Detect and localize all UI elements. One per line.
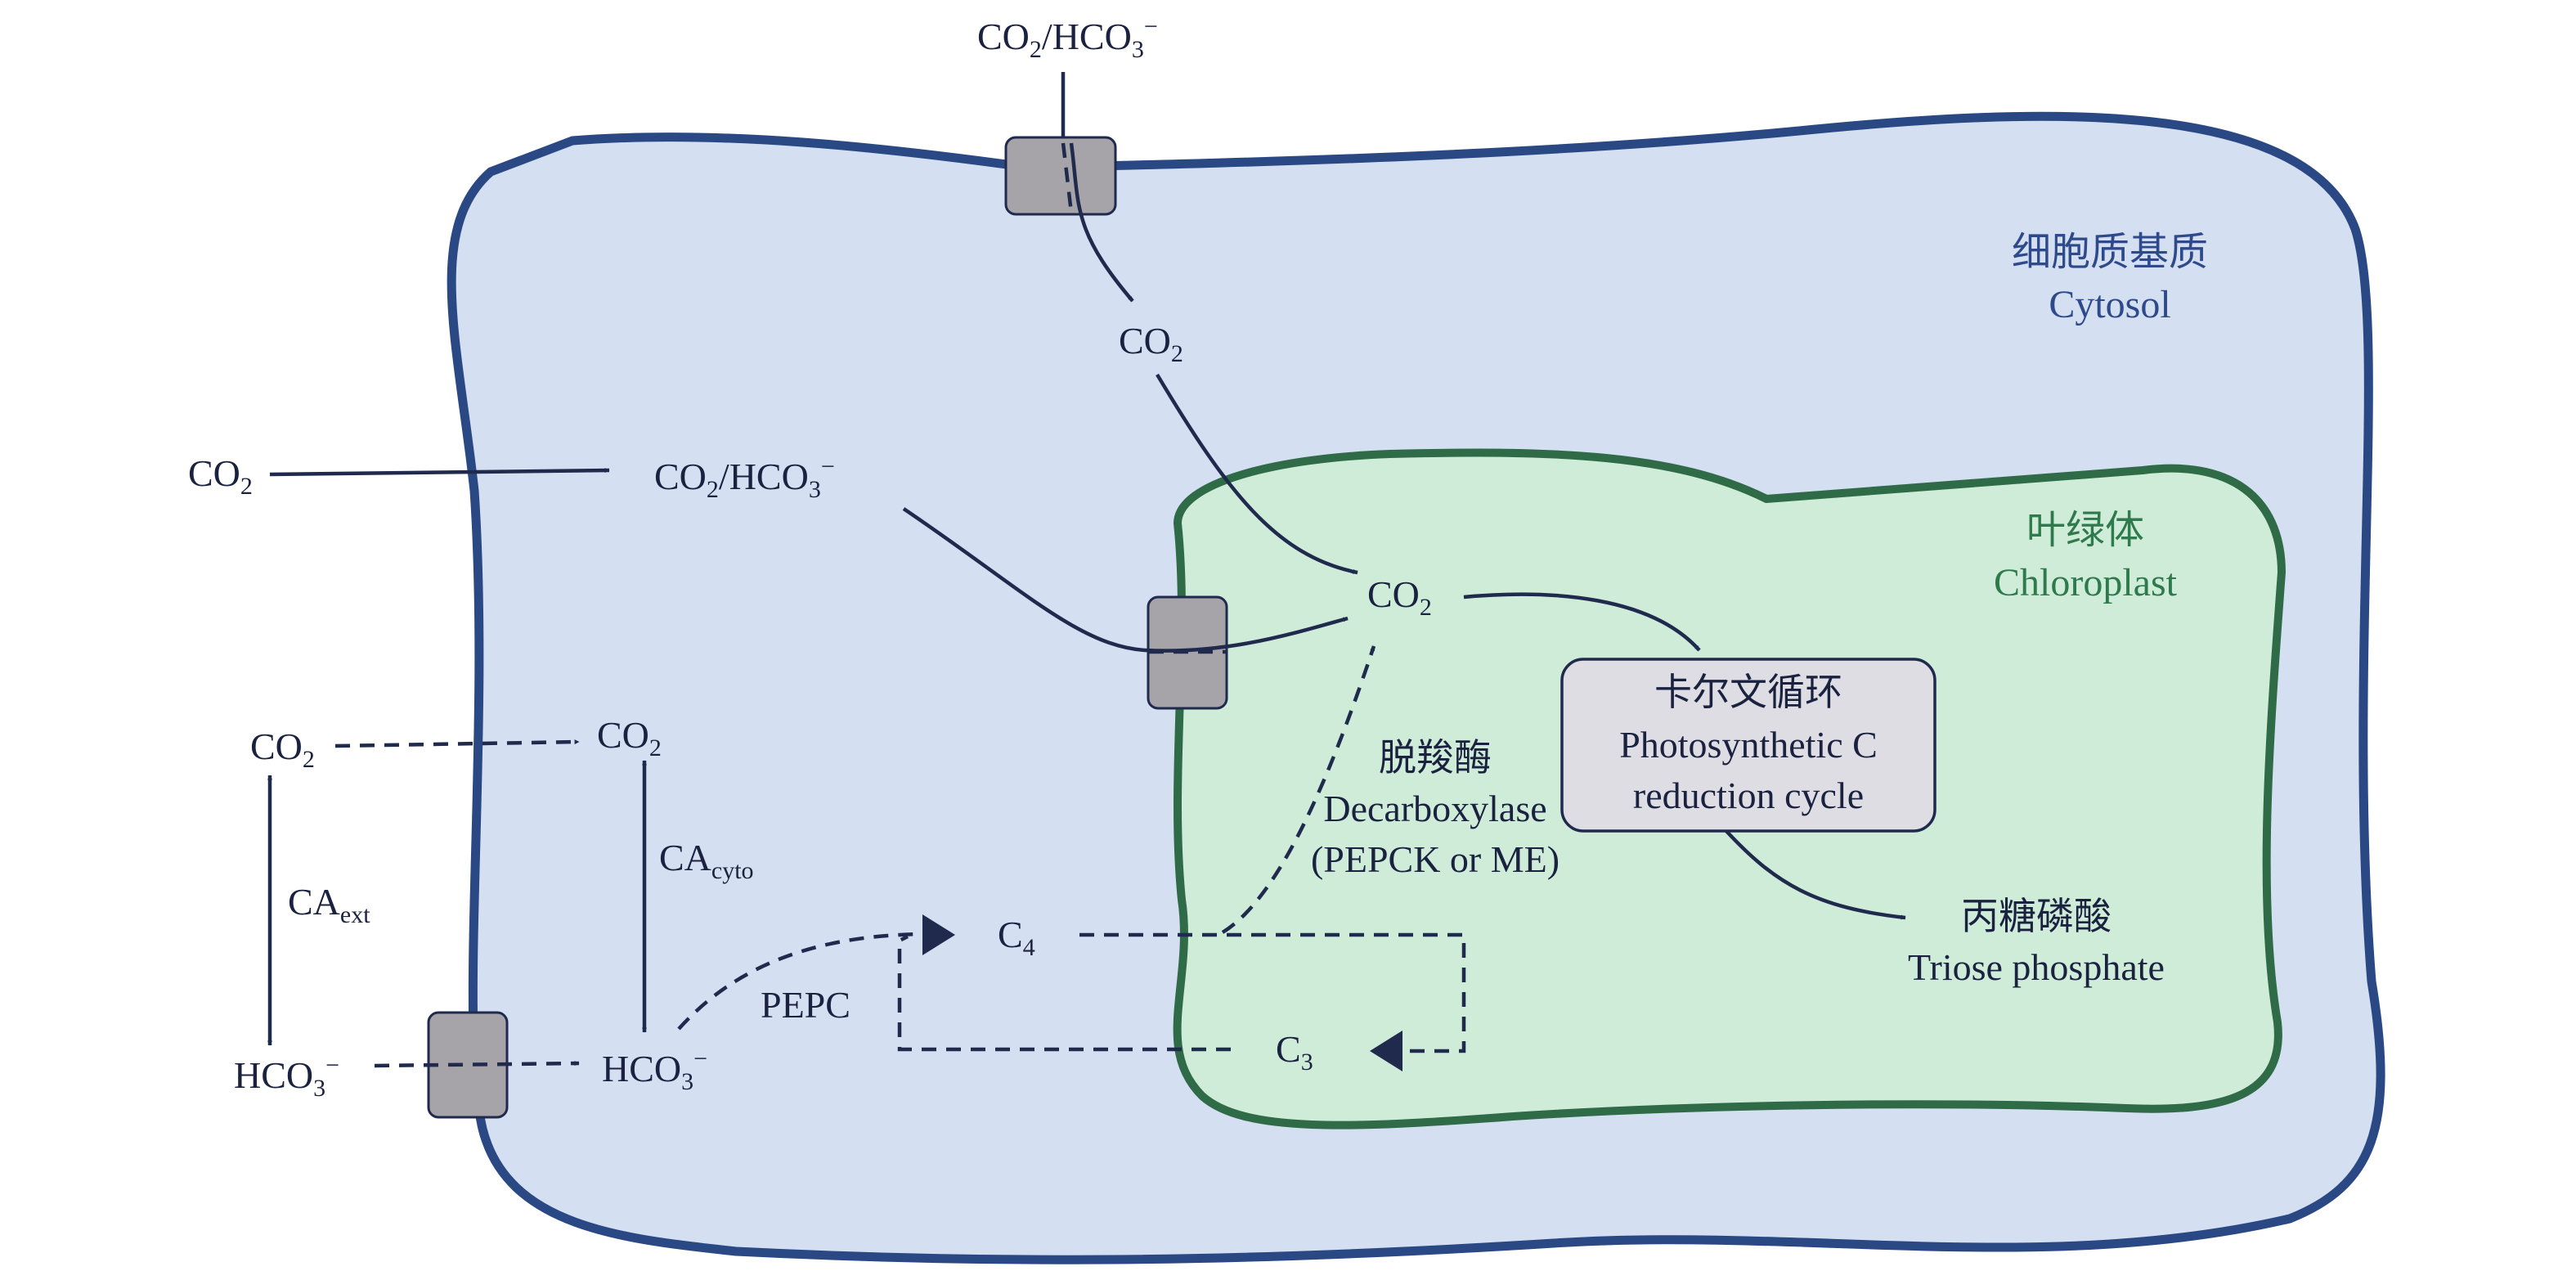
calvin-cycle-box	[1560, 658, 1936, 833]
arrow-hco3-to-chloroplast	[902, 507, 1349, 653]
label-c4: C4	[998, 914, 1035, 961]
label-hco3-external: HCO3−	[234, 1052, 339, 1102]
label-chloroplast-en: Chloroplast	[1994, 561, 2178, 604]
triose-phosphate-en: Triose phosphate	[1908, 946, 2165, 988]
arrow-ext-co2	[269, 468, 610, 477]
label-external-co2-hco3: CO2/HCO3−	[977, 13, 1158, 63]
arrow-co2-to-calvin	[1463, 592, 1701, 652]
label-cytosol-zh: 细胞质基质	[2012, 231, 2208, 274]
arrowhead-to-c3	[1370, 1031, 1402, 1071]
label-cytosol-en: Cytosol	[2049, 283, 2170, 326]
calvin-cycle-en-1: Photosynthetic C	[1619, 724, 1878, 766]
label-co2-hco3-cytosol: CO2/HCO3−	[654, 453, 835, 503]
calvin-cycle-en-2: reduction cycle	[1633, 775, 1864, 816]
arrow-ext-co2-dash	[334, 739, 580, 748]
arrow-transporter-to-co2	[1069, 142, 1134, 303]
transporter-bottom-left	[427, 1011, 509, 1119]
transporter-top	[1004, 136, 1117, 216]
calvin-cycle-zh: 卡尔文循环	[1654, 671, 1842, 713]
label-co2-cytosol-lower: CO2	[597, 714, 662, 761]
label-ca-cyto: CAcyto	[659, 837, 754, 884]
arrow-calvin-to-triose	[1724, 829, 1906, 920]
decarboxylase-en: Decarboxylase	[1323, 788, 1546, 829]
arrow-c3-to-c4	[897, 934, 1231, 1052]
arrow-transporter-dash-top	[1061, 142, 1074, 213]
label-ca-ext: CAext	[288, 881, 370, 928]
label-hco3-cytosol: HCO3−	[602, 1045, 707, 1095]
decarboxylase-detail: (PEPCK or ME)	[1311, 838, 1560, 880]
label-chloroplast-zh: 叶绿体	[2026, 509, 2144, 552]
decarboxylase-zh: 脱羧酶	[1379, 737, 1492, 779]
arrowhead-to-c4	[922, 914, 955, 955]
triose-phosphate-zh: 丙糖磷酸	[1961, 896, 2112, 937]
label-pepc: PEPC	[761, 984, 850, 1026]
label-co2-external-left: CO2	[188, 452, 253, 500]
label-co2-cytosol: CO2	[1119, 320, 1183, 367]
label-co2-left-lower: CO2	[250, 725, 315, 773]
label-c3: C3	[1276, 1028, 1313, 1076]
arrow-decarboxylase-to-co2	[1221, 645, 1376, 934]
label-co2-chloroplast: CO2	[1367, 573, 1432, 621]
arrow-pepc	[677, 932, 941, 1031]
arrow-co2-to-chloroplast	[1156, 373, 1358, 575]
arrow-hco3-transport	[374, 1061, 580, 1068]
arrow-c4-c3-loop	[1079, 932, 1466, 1053]
